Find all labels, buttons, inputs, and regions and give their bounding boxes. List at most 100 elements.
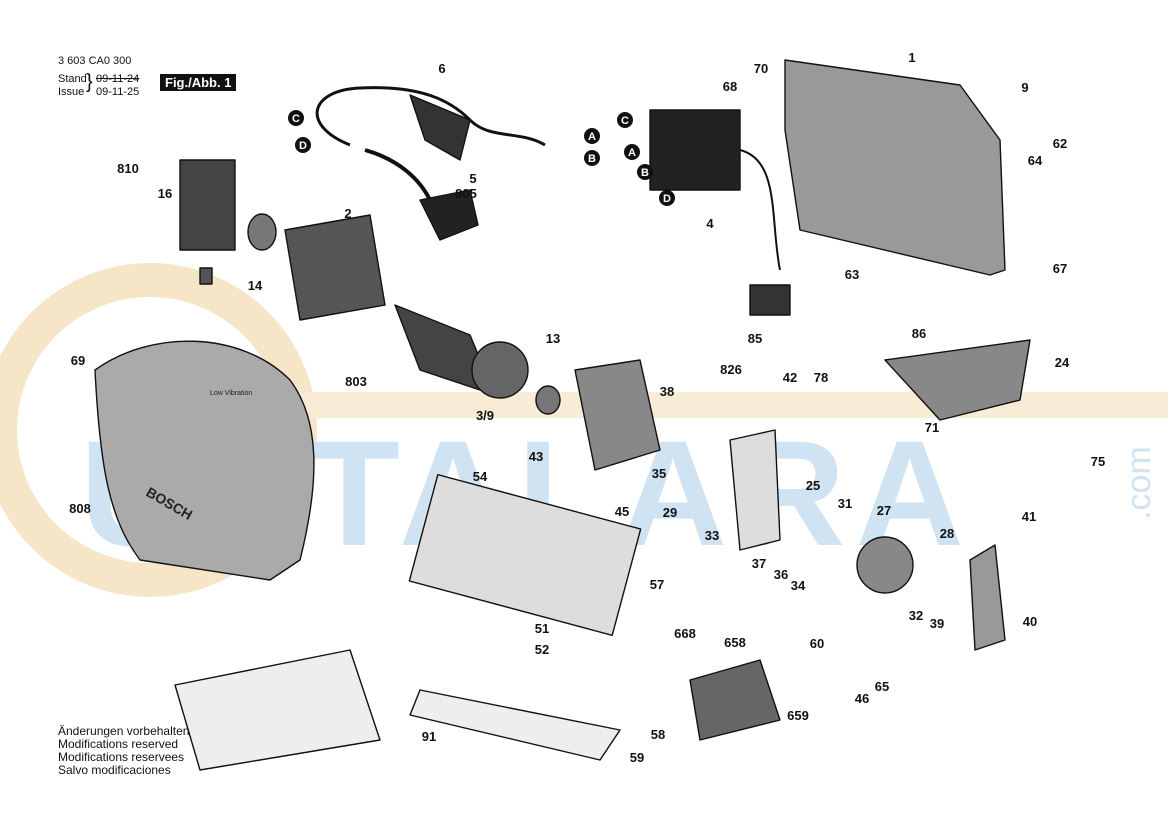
callout-39: 39 <box>930 616 944 631</box>
callout-24: 24 <box>1055 355 1070 370</box>
callout-13: 13 <box>546 331 560 346</box>
issue-label: Issue <box>58 86 85 98</box>
callout-85: 85 <box>748 331 762 346</box>
callout-45: 45 <box>615 504 629 519</box>
callout-826: 826 <box>720 362 742 377</box>
note-en: Modifications reserved <box>58 737 179 751</box>
callout-28: 28 <box>940 526 954 541</box>
callout-59: 59 <box>630 750 644 765</box>
note-fr: Modifications reservees <box>58 750 185 764</box>
svg-text:B: B <box>588 153 596 165</box>
note-de: Änderungen vorbehalten <box>58 724 190 738</box>
callout-78: 78 <box>814 370 828 385</box>
dust-cover <box>689 659 781 741</box>
callout-40: 40 <box>1023 614 1037 629</box>
callout-68: 68 <box>723 79 737 94</box>
callout-658: 658 <box>724 635 746 650</box>
callout-3-9: 3/9 <box>476 408 494 423</box>
callout-57: 57 <box>650 577 664 592</box>
callout-29: 29 <box>663 505 677 520</box>
suppressor <box>749 284 791 316</box>
callout-9: 9 <box>1021 80 1028 95</box>
figure-label: Fig./Abb. 1 <box>160 74 237 91</box>
callout-41: 41 <box>1022 509 1036 524</box>
connector-marker-c: C <box>288 110 304 126</box>
callout-36: 36 <box>774 567 788 582</box>
armature-gear <box>471 341 529 399</box>
callout-659: 659 <box>787 708 809 723</box>
brush-holder <box>179 159 236 251</box>
callout-14: 14 <box>248 278 263 293</box>
callout-31: 31 <box>838 496 852 511</box>
dust-port <box>884 339 1031 421</box>
model-label: Low Vibration <box>210 390 252 397</box>
callout-1: 1 <box>908 50 915 65</box>
plug <box>419 189 479 241</box>
callout-35: 35 <box>652 466 666 481</box>
saw-blade-guide <box>409 689 621 761</box>
callout-5: 5 <box>469 171 476 186</box>
drawing-number: 3 603 CA0 300 <box>58 55 132 67</box>
baseplate-frame <box>408 473 642 637</box>
callout-4: 4 <box>706 216 714 231</box>
carbon-brush <box>199 267 213 285</box>
field-coil <box>284 214 386 321</box>
callout-803: 803 <box>345 374 367 389</box>
brace-icon: } <box>86 71 93 93</box>
svg-text:D: D <box>663 193 671 205</box>
callout-51: 51 <box>535 621 549 636</box>
callout-54: 54 <box>473 469 488 484</box>
svg-text:A: A <box>628 147 636 159</box>
svg-text:A: A <box>588 131 596 143</box>
svg-text:C: C <box>292 113 300 125</box>
callout-86: 86 <box>912 326 926 341</box>
callout-60: 60 <box>810 636 824 651</box>
callout-65: 65 <box>875 679 889 694</box>
callout-64: 64 <box>1028 153 1043 168</box>
callout-34: 34 <box>791 578 806 593</box>
plug-cord <box>364 148 432 201</box>
connector-marker-b: B <box>584 150 600 166</box>
svg-text:D: D <box>299 140 307 152</box>
callout-70: 70 <box>754 61 768 76</box>
watermark-domain: .com <box>1120 446 1158 520</box>
base-plate <box>174 649 381 771</box>
callout-43: 43 <box>529 449 543 464</box>
callout-808: 808 <box>69 501 91 516</box>
callout-91: 91 <box>422 729 436 744</box>
gear-housing <box>574 359 661 471</box>
callout-2: 2 <box>344 206 351 221</box>
callout-6: 6 <box>438 61 445 76</box>
bearing-13 <box>535 385 561 415</box>
connector-marker-d: D <box>659 190 675 206</box>
note-es: Salvo modificaciones <box>58 763 171 777</box>
callout-71: 71 <box>925 420 939 435</box>
housing-right <box>784 59 1006 276</box>
power-cord <box>315 86 546 147</box>
callout-33: 33 <box>705 528 719 543</box>
housing-left <box>94 340 315 581</box>
callout-27: 27 <box>877 503 891 518</box>
callout-25: 25 <box>806 478 820 493</box>
callout-46: 46 <box>855 691 869 706</box>
svg-text:B: B <box>641 167 649 179</box>
callout-69: 69 <box>71 353 85 368</box>
plunger-guide <box>729 429 781 551</box>
callout-16: 16 <box>158 186 172 201</box>
switch-wires <box>739 149 781 271</box>
strain-relief <box>409 94 471 161</box>
callout-42: 42 <box>783 370 797 385</box>
connector-marker-c: C <box>617 112 633 128</box>
callout-668: 668 <box>674 626 696 641</box>
svg-text:C: C <box>621 115 629 127</box>
stand-label: Stand <box>58 73 87 85</box>
stand-date: 09-11-24 <box>96 73 140 85</box>
callout-810: 810 <box>117 161 139 176</box>
connector-marker-b: B <box>637 164 653 180</box>
callout-67: 67 <box>1053 261 1067 276</box>
callout-58: 58 <box>651 727 665 742</box>
connector-marker-d: D <box>295 137 311 153</box>
callout-63: 63 <box>845 267 859 282</box>
callout-52: 52 <box>535 642 549 657</box>
switch-body <box>649 109 741 191</box>
